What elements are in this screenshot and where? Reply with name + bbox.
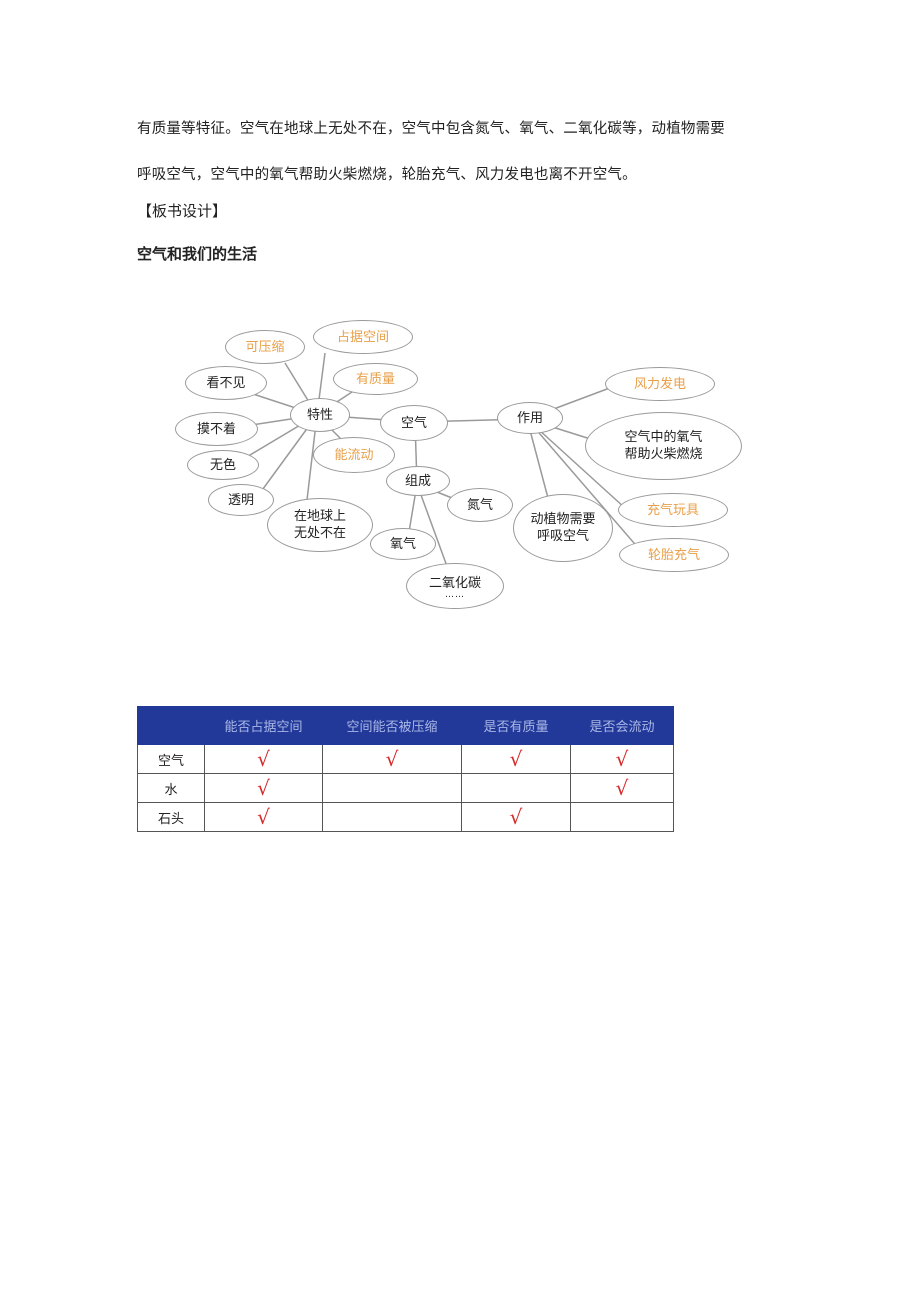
table-cell: √ bbox=[322, 744, 462, 774]
node-breathing-line1: 动植物需要 bbox=[530, 512, 596, 527]
table-cell: √ bbox=[570, 744, 674, 774]
node-co2-ellipsis: …… bbox=[445, 589, 465, 600]
node-occupies-space: 占据空间 bbox=[313, 320, 413, 354]
board-title: 空气和我们的生活 bbox=[137, 245, 258, 263]
table-cell: √ bbox=[461, 802, 571, 832]
node-co2: 二氧化碳 …… bbox=[406, 563, 504, 609]
properties-table: 能否占据空间 空间能否被压缩 是否有质量 是否会流动 空气 √ √ √ √ 水 … bbox=[137, 706, 674, 832]
mind-map-diagram: 可压缩 占据空间 有质量 看不见 特性 摸不着 空气 能流动 无色 透明 在地球… bbox=[170, 318, 760, 618]
node-composition-hub: 组成 bbox=[386, 466, 450, 496]
node-everywhere: 在地球上 无处不在 bbox=[267, 498, 373, 552]
table-cell bbox=[322, 802, 462, 832]
table-cell: √ bbox=[204, 744, 323, 774]
check-mark-icon: √ bbox=[509, 804, 523, 829]
table-cell bbox=[570, 802, 674, 832]
check-mark-icon: √ bbox=[257, 804, 270, 829]
table-cell bbox=[322, 773, 462, 803]
node-property-hub: 特性 bbox=[290, 398, 350, 432]
node-combustion-line2: 帮助火柴燃烧 bbox=[624, 447, 703, 462]
node-combustion-line1: 空气中的氧气 bbox=[624, 430, 703, 445]
table-row: 石头 √ √ bbox=[137, 802, 674, 832]
node-intangible: 摸不着 bbox=[175, 412, 258, 446]
table-header-has-mass: 是否有质量 bbox=[461, 706, 571, 745]
node-breathing-line2: 呼吸空气 bbox=[536, 529, 589, 544]
row-label-water: 水 bbox=[137, 773, 205, 803]
table-header-corner bbox=[137, 706, 205, 745]
table-cell: √ bbox=[204, 802, 323, 832]
table-header-occupies-space: 能否占据空间 bbox=[204, 706, 323, 745]
row-label-air: 空气 bbox=[137, 744, 205, 774]
check-mark-icon: √ bbox=[615, 746, 629, 771]
check-mark-icon: √ bbox=[257, 746, 270, 771]
node-air-center: 空气 bbox=[380, 405, 448, 441]
node-flows: 能流动 bbox=[313, 437, 395, 473]
node-combustion: 空气中的氧气 帮助火柴燃烧 bbox=[585, 412, 742, 480]
body-paragraph-line-1: 有质量等特征。空气在地球上无处不在，空气中包含氮气、氧气、二氧化碳等，动植物需要 bbox=[137, 121, 725, 137]
table-header-flows: 是否会流动 bbox=[570, 706, 674, 745]
node-oxygen: 氧气 bbox=[370, 528, 436, 560]
node-invisible: 看不见 bbox=[185, 366, 267, 400]
table-cell: √ bbox=[570, 773, 674, 803]
node-breathing: 动植物需要 呼吸空气 bbox=[513, 494, 613, 562]
node-co2-label: 二氧化碳 bbox=[428, 575, 481, 591]
section-label: 【板书设计】 bbox=[137, 202, 228, 220]
node-colorless: 无色 bbox=[187, 450, 259, 480]
table-header-row: 能否占据空间 空间能否被压缩 是否有质量 是否会流动 bbox=[137, 706, 674, 745]
check-mark-icon: √ bbox=[509, 746, 523, 771]
row-label-stone: 石头 bbox=[137, 802, 205, 832]
check-mark-icon: √ bbox=[615, 775, 629, 800]
node-everywhere-line1: 在地球上 bbox=[293, 509, 346, 524]
node-uses-hub: 作用 bbox=[497, 402, 563, 434]
table-header-compressible: 空间能否被压缩 bbox=[322, 706, 462, 745]
node-has-mass: 有质量 bbox=[333, 363, 418, 395]
node-compressible: 可压缩 bbox=[225, 330, 305, 364]
body-paragraph-line-2: 呼吸空气，空气中的氧气帮助火柴燃烧，轮胎充气、风力发电也离不开空气。 bbox=[137, 167, 637, 183]
table-cell bbox=[461, 773, 571, 803]
node-inflatable-toys: 充气玩具 bbox=[618, 493, 728, 527]
node-transparent: 透明 bbox=[208, 484, 274, 516]
table-row: 水 √ √ bbox=[137, 773, 674, 803]
check-mark-icon: √ bbox=[385, 746, 399, 771]
node-wind-power: 风力发电 bbox=[605, 367, 715, 401]
table-cell: √ bbox=[461, 744, 571, 774]
node-nitrogen: 氮气 bbox=[447, 488, 513, 522]
node-everywhere-line2: 无处不在 bbox=[293, 526, 346, 541]
table-cell: √ bbox=[204, 773, 323, 803]
check-mark-icon: √ bbox=[257, 775, 270, 800]
table-row: 空气 √ √ √ √ bbox=[137, 744, 674, 774]
node-tire-inflation: 轮胎充气 bbox=[619, 538, 729, 572]
